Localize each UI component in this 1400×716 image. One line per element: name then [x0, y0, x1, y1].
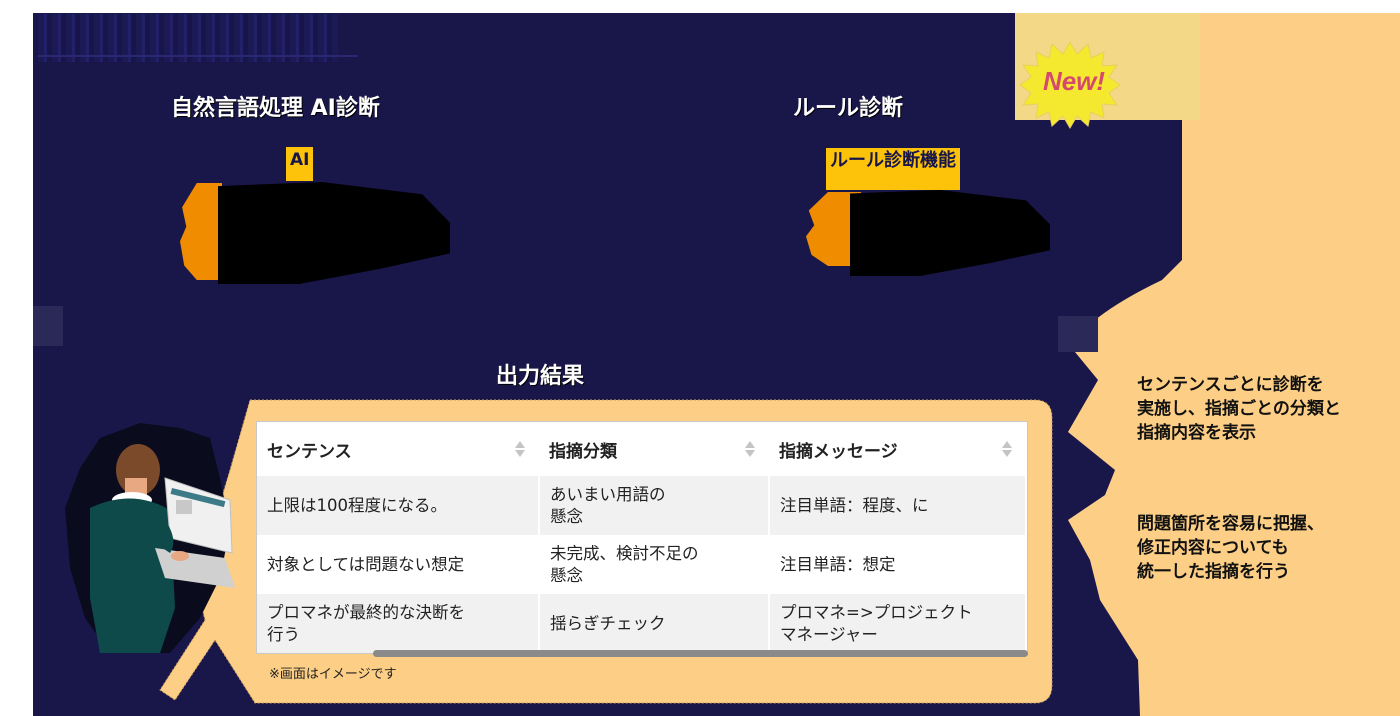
cell-sentence: 対象としては問題ない想定	[257, 535, 540, 594]
side-note-sentence-diagnosis: センテンスごとに診断を 実施し、指摘ごとの分類と 指摘内容を表示	[1137, 375, 1341, 443]
column-header-message[interactable]: 指摘メッセージ	[769, 422, 1026, 476]
table-row: 対象としては問題ない想定 未完成、検討不足の 懸念 注目単語：想定	[257, 535, 1027, 594]
cell-message: 注目単語：想定	[769, 535, 1027, 594]
column-header-label: センテンス	[267, 441, 352, 462]
output-result-title: 出力結果	[496, 364, 585, 389]
horizontal-scrollbar[interactable]	[373, 650, 1028, 657]
cell-message: 注目単語：程度、に	[769, 476, 1027, 535]
column-header-label: 指摘メッセージ	[779, 441, 898, 462]
ai-diagnosis-title: 自然言語処理 AI診断	[171, 96, 380, 121]
cell-category: あいまい用語の 懸念	[539, 476, 770, 535]
starburst-icon	[1019, 41, 1121, 129]
sort-icon[interactable]	[745, 441, 755, 459]
new-badge	[1019, 40, 1121, 130]
cell-sentence: プロマネが最終的な決断を 行う	[257, 594, 540, 653]
cell-category: 揺らぎチェック	[539, 594, 770, 653]
table-row: プロマネが最終的な決断を 行う 揺らぎチェック プロマネ=>プロジェクト マネー…	[257, 594, 1027, 653]
image-disclaimer-note: ※画面はイメージです	[269, 667, 397, 682]
sort-icon[interactable]	[1002, 441, 1012, 459]
cell-sentence: 上限は100程度になる。	[257, 476, 540, 535]
rule-tag: ルール診断機能	[826, 148, 960, 190]
column-header-category[interactable]: 指摘分類	[539, 422, 769, 476]
cell-category: 未完成、検討不足の 懸念	[539, 535, 770, 594]
table-row: 上限は100程度になる。 あいまい用語の 懸念 注目単語：程度、に	[257, 476, 1027, 535]
ai-orange-icon	[180, 183, 222, 280]
degraded-title-block	[38, 14, 338, 62]
result-table: センテンス 指摘分類 指摘メッセージ 上限は100程度になる。	[256, 421, 1028, 654]
column-header-sentence[interactable]: センテンス	[257, 422, 539, 476]
side-note-unified-feedback: 問題箇所を容易に把握、 修正内容についても 統一した指摘を行う	[1137, 514, 1324, 582]
rule-diagnosis-title: ルール診断	[793, 96, 904, 121]
person-with-laptop-illustration	[65, 423, 235, 653]
sort-icon[interactable]	[515, 441, 525, 459]
ai-tag: AI	[286, 147, 314, 181]
cell-message: プロマネ=>プロジェクト マネージャー	[769, 594, 1027, 653]
column-header-label: 指摘分類	[549, 441, 617, 462]
title-underline	[38, 55, 358, 57]
new-badge-label: New!	[1042, 66, 1106, 96]
